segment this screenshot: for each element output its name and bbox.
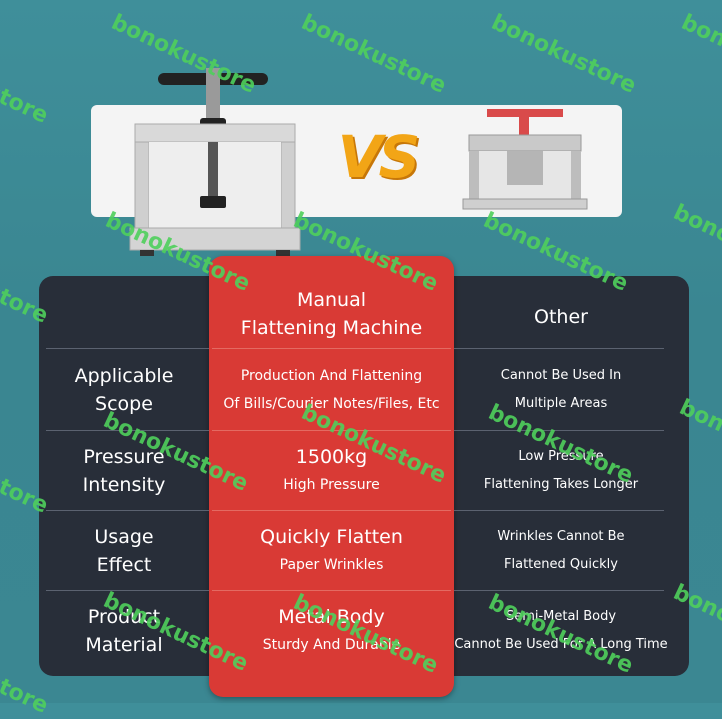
manual-header: Manual Flattening Machine — [209, 280, 454, 348]
category-cell: Product Material — [39, 591, 209, 671]
manual-line: 1500kg — [295, 445, 368, 468]
row-divider — [212, 590, 451, 591]
manual-line: Quickly Flatten — [260, 525, 403, 548]
other-cell: Cannot Be Used In Multiple Areas — [454, 350, 668, 430]
watermark: bonokustore — [0, 40, 52, 129]
category-line: Effect — [96, 553, 152, 576]
other-cell: Semi-Metal Body Cannot Be Used For A Lon… — [454, 591, 668, 671]
category-line: Scope — [95, 393, 153, 415]
vs-label: VS — [337, 123, 421, 191]
manual-line: Production And Flattening — [240, 368, 423, 384]
other-press-image — [462, 109, 588, 210]
other-line: Wrinkles Cannot Be — [497, 528, 625, 544]
other-cell: Wrinkles Cannot Be Flattened Quickly — [454, 511, 668, 590]
manual-cell: Production And Flattening Of Bills/Couri… — [209, 350, 454, 430]
row-divider — [454, 590, 664, 591]
category-cell: Usage Effect — [39, 511, 209, 590]
watermark: bonokustore — [297, 10, 450, 99]
category-cell: Pressure Intensity — [39, 431, 209, 510]
manual-line: High Pressure — [283, 476, 380, 493]
category-cell: Applicable Scope — [39, 350, 209, 430]
other-header-label: Other — [534, 306, 588, 328]
row-divider — [454, 510, 664, 511]
row-divider — [46, 590, 209, 591]
manual-cell: 1500kg High Pressure — [209, 431, 454, 510]
other-line: Multiple Areas — [514, 396, 608, 411]
manual-cell: Quickly Flatten Paper Wrinkles — [209, 511, 454, 590]
watermark: bonokustore — [677, 10, 722, 99]
other-line: Cannot Be Used In — [500, 368, 622, 383]
other-line: Semi-Metal Body — [505, 609, 617, 624]
row-divider — [454, 348, 664, 349]
category-line: Material — [85, 634, 163, 656]
manual-header-line1: Manual — [296, 289, 367, 311]
manual-machine-column — [209, 256, 454, 697]
row-divider — [454, 430, 664, 431]
other-line: Cannot Be Used For A Long Time — [454, 637, 668, 652]
category-line: Applicable — [74, 365, 174, 387]
other-line: Low Pressure — [518, 448, 604, 464]
category-line: Usage — [94, 525, 154, 548]
other-line: Flattening Takes Longer — [483, 476, 639, 492]
category-line: Intensity — [82, 473, 166, 496]
other-line: Flattened Quickly — [504, 556, 618, 572]
row-divider — [212, 348, 451, 349]
row-divider — [46, 430, 209, 431]
category-line: Pressure — [83, 445, 165, 468]
row-divider — [212, 430, 451, 431]
watermark: bonokustore — [487, 10, 640, 99]
other-header: Other — [454, 286, 668, 348]
category-line: Product — [87, 606, 161, 628]
row-divider — [46, 510, 209, 511]
other-cell: Low Pressure Flattening Takes Longer — [454, 431, 668, 510]
manual-line: Sturdy And Durable — [262, 637, 401, 653]
manual-flattening-press-image — [129, 68, 301, 256]
manual-cell: Metal Body Sturdy And Durable — [209, 591, 454, 671]
row-divider — [46, 348, 209, 349]
row-divider — [212, 510, 451, 511]
manual-line: Metal Body — [278, 606, 385, 628]
manual-line: Of Bills/Courier Notes/Files, Etc — [223, 396, 440, 412]
manual-line: Paper Wrinkles — [279, 556, 384, 573]
manual-header-line2: Flattening Machine — [240, 317, 423, 339]
